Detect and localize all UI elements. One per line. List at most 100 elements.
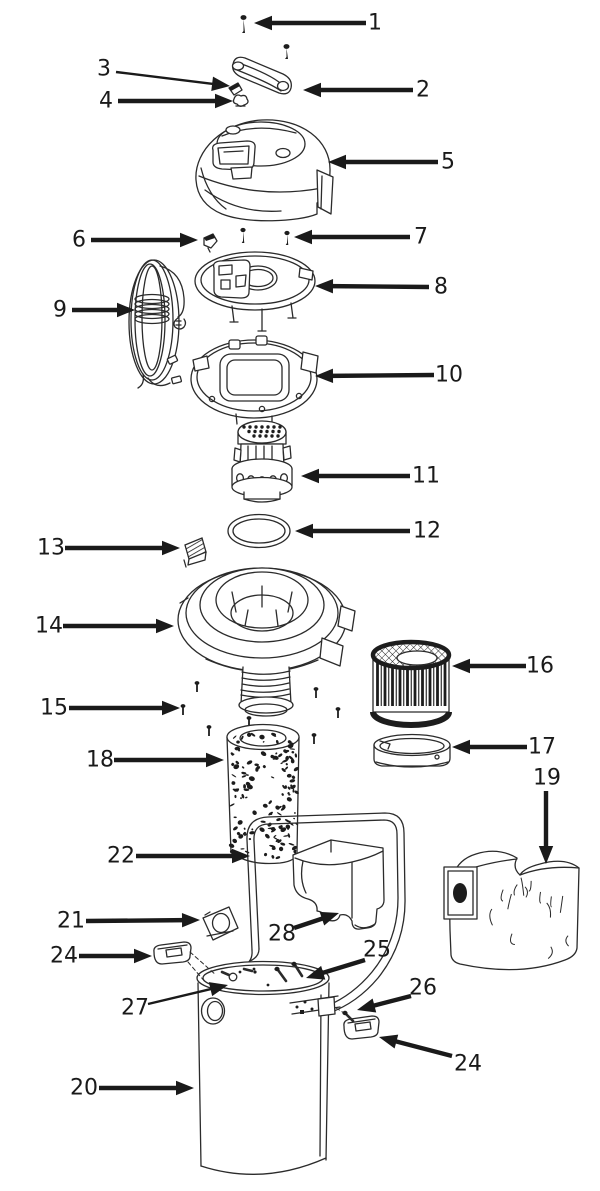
callout-arrow-head: [181, 912, 200, 928]
callout-arrow-head: [206, 752, 224, 768]
callout-arrow-head: [315, 278, 334, 294]
callout-label-13: 13: [37, 536, 65, 561]
callout-label-20: 20: [70, 1076, 98, 1101]
callout-arrow-head: [180, 232, 198, 248]
part-8-plate: [194, 251, 316, 332]
callout-14-13: 14: [35, 614, 174, 639]
part-26-bracket: [289, 995, 355, 1023]
callout-arrow-head: [538, 846, 554, 864]
callout-label-26: 26: [409, 976, 437, 1001]
callout-arrow-head: [215, 93, 233, 109]
callout-arrow-head: [301, 468, 319, 484]
part-18-foam-sleeve: [226, 723, 300, 865]
callout-label-27: 27: [121, 996, 149, 1021]
callout-label-15: 15: [40, 696, 68, 721]
callout-26-24: 26: [357, 976, 437, 1013]
part-28-caddy: [292, 839, 385, 930]
part-3-cap: [228, 82, 243, 96]
part-1-screw: [240, 15, 247, 33]
callout-arrow-head: [117, 302, 135, 318]
callout-6-5: 6: [72, 228, 198, 253]
callout-label-12: 12: [413, 519, 441, 544]
callout-22-21: 22: [107, 844, 250, 869]
part-13-plate: [183, 537, 207, 568]
callout-arrow-shaft: [392, 1038, 453, 1059]
callout-arrow-head: [452, 739, 470, 755]
callout-18-17: 18: [86, 748, 224, 773]
callout-9-8: 9: [53, 298, 135, 323]
callout-label-21: 21: [57, 909, 85, 934]
callout-arrow-head: [357, 998, 377, 1013]
part-10-housing: [190, 335, 319, 427]
callout-label-8: 8: [434, 275, 448, 300]
callout-24-27: 24: [379, 1034, 482, 1077]
callout-arrow-shaft: [85, 917, 186, 924]
callout-label-19: 19: [533, 766, 561, 791]
callout-17-16: 17: [452, 735, 556, 760]
part-6-clip: [203, 233, 218, 253]
callout-label-24: 24: [454, 1052, 482, 1077]
callout-label-16: 16: [526, 654, 554, 679]
callout-label-4: 4: [99, 89, 113, 114]
part-24-latch-left: [153, 941, 192, 965]
part-9-cord: [128, 259, 187, 389]
part-15-screws: [180, 681, 341, 744]
callout-arrow-head: [208, 982, 228, 997]
part-14-float-cage: [177, 567, 356, 717]
callout-arrow-head: [211, 76, 230, 91]
callout-16-15: 16: [452, 654, 554, 679]
callout-arrow-head: [319, 911, 339, 926]
callout-arrow-head: [156, 618, 174, 634]
callout-arrow-head: [294, 229, 312, 245]
callout-arrow-shaft: [293, 915, 326, 931]
callout-10-9: 10: [315, 363, 463, 388]
callout-arrow-head: [162, 700, 180, 716]
callout-label-7: 7: [414, 225, 428, 250]
callout-12-11: 12: [295, 519, 441, 544]
callout-label-22: 22: [107, 844, 135, 869]
part-21-deflector: [202, 906, 239, 941]
callout-arrow-shaft: [147, 987, 214, 1006]
callout-arrow-shaft: [329, 283, 430, 290]
part-20-tank: [187, 951, 330, 1175]
callout-label-17: 17: [528, 735, 556, 760]
callout-11-10: 11: [301, 464, 440, 489]
callout-arrow-head: [379, 1034, 399, 1049]
callout-4-3: 4: [99, 89, 233, 114]
callout-arrow-head: [306, 965, 326, 980]
callout-label-24: 24: [50, 944, 78, 969]
callout-27-25: 27: [121, 982, 228, 1021]
part-17-retainer: [373, 733, 451, 768]
callout-3-2: 3: [97, 57, 230, 91]
part-16-filter: [370, 639, 452, 728]
callout-7-6: 7: [294, 225, 428, 250]
callout-arrow-head: [134, 948, 152, 964]
callout-arrow-head: [328, 154, 346, 170]
callout-arrow-head: [162, 540, 180, 556]
callout-arrow-head: [254, 15, 272, 31]
callout-label-11: 11: [412, 464, 440, 489]
part-27-fitting: [242, 967, 257, 974]
part-4-clip: [232, 94, 249, 107]
callout-label-14: 14: [35, 614, 63, 639]
callout-label-3: 3: [97, 57, 111, 82]
callout-label-10: 10: [435, 363, 463, 388]
callout-label-9: 9: [53, 298, 67, 323]
part-2-screw-small: [283, 44, 290, 59]
callout-arrow-shaft: [370, 993, 412, 1009]
part-11-motor: [231, 420, 293, 503]
callout-label-28: 28: [268, 922, 296, 947]
callout-25-23: 25: [306, 938, 391, 980]
part-12-gasket: [227, 513, 291, 549]
callout-20-19: 20: [70, 1076, 194, 1101]
callout-arrow-head: [232, 848, 250, 864]
callout-arrow-shaft: [329, 372, 435, 379]
callout-arrow-head: [303, 82, 321, 98]
callout-arrow-head: [315, 368, 334, 384]
callout-arrow-head: [452, 658, 470, 674]
part-2-handle: [231, 56, 292, 95]
callout-label-5: 5: [441, 150, 455, 175]
callout-19-18: 19: [533, 766, 561, 864]
